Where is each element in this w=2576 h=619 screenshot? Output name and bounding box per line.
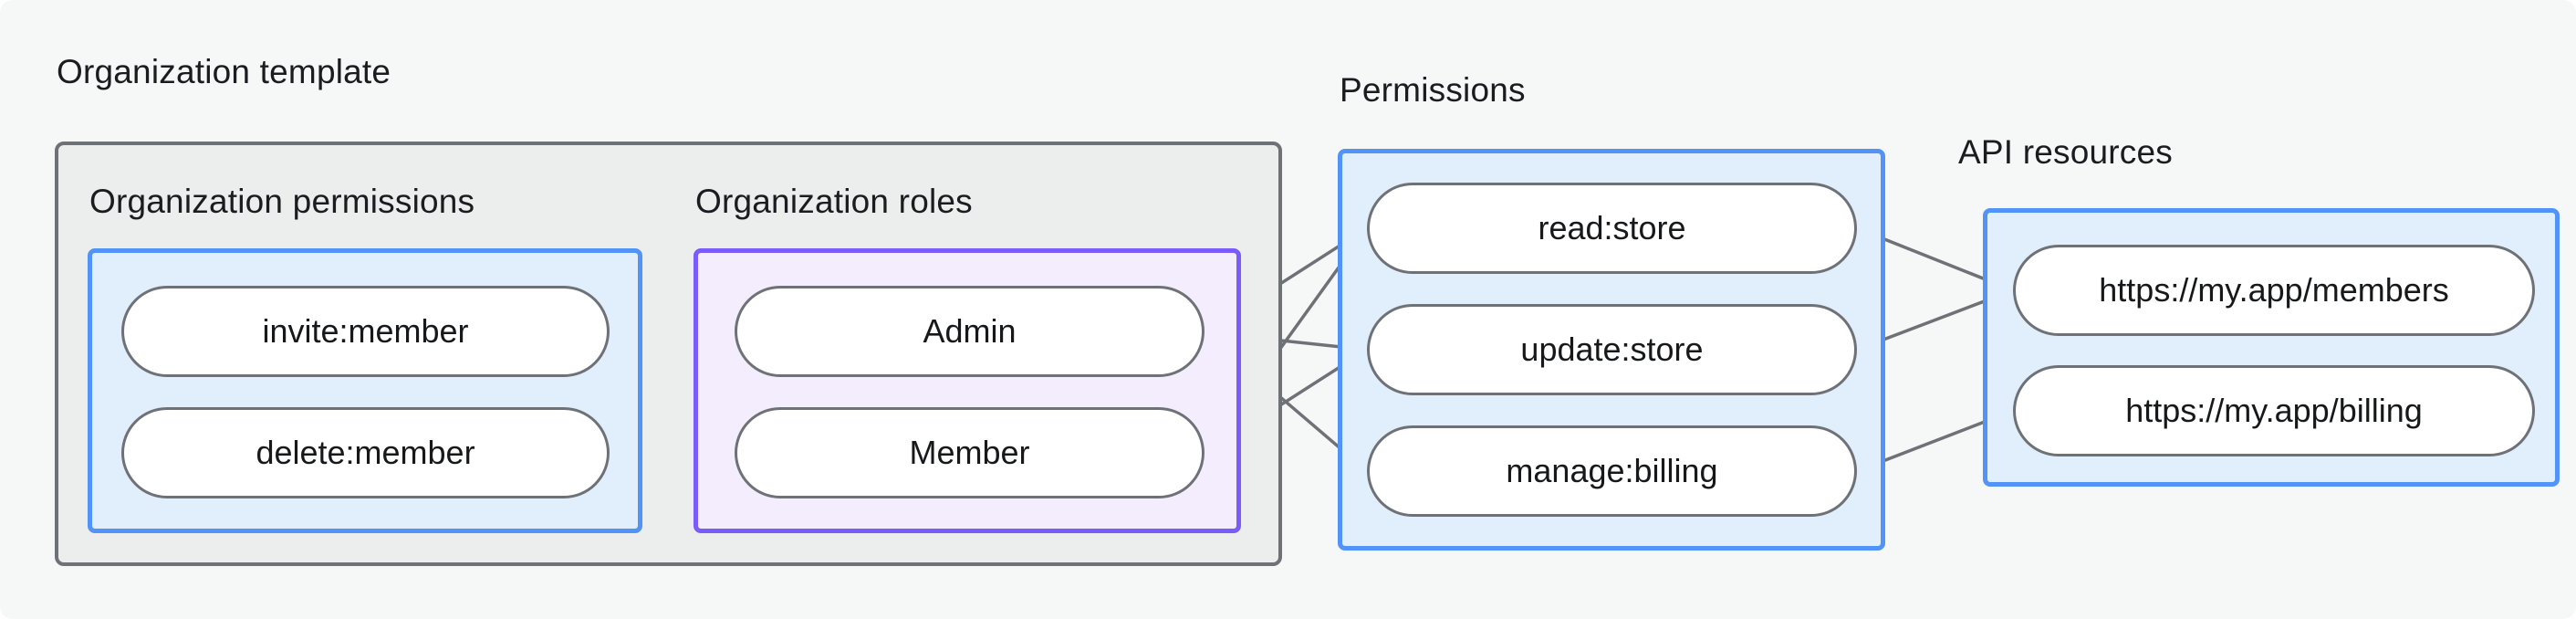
node-manage-billing[interactable]: manage:billing (1367, 425, 1857, 517)
node-member-label: Member (909, 434, 1030, 471)
node-read-store[interactable]: read:store (1367, 183, 1857, 274)
organization-roles-title: Organization roles (695, 183, 973, 220)
node-delete-member-label: delete:member (256, 434, 475, 471)
node-delete-member[interactable]: delete:member (121, 407, 610, 498)
permissions-title: Permissions (1340, 71, 1526, 109)
node-invite-member[interactable]: invite:member (121, 286, 610, 377)
node-admin-label: Admin (923, 312, 1017, 350)
node-billing-url-label: https://my.app/billing (2125, 392, 2423, 429)
node-read-store-label: read:store (1538, 209, 1686, 247)
api-resources-title: API resources (1958, 133, 2173, 171)
organization-permissions-title: Organization permissions (89, 183, 475, 220)
node-members-url[interactable]: https://my.app/members (2013, 245, 2535, 336)
node-admin[interactable]: Admin (735, 286, 1205, 377)
organization-template-title: Organization template (57, 53, 391, 90)
node-update-store[interactable]: update:store (1367, 304, 1857, 395)
node-members-url-label: https://my.app/members (2099, 271, 2449, 309)
node-member[interactable]: Member (735, 407, 1205, 498)
node-manage-billing-label: manage:billing (1506, 452, 1718, 489)
node-update-store-label: update:store (1520, 330, 1704, 368)
node-invite-member-label: invite:member (262, 312, 469, 350)
node-billing-url[interactable]: https://my.app/billing (2013, 365, 2535, 456)
